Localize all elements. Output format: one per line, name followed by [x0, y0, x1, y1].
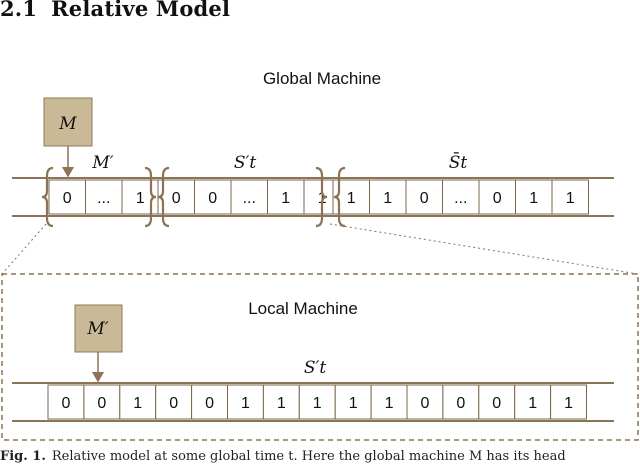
bracket-open-s-bar-t [333, 166, 346, 228]
local-cell [227, 384, 264, 420]
global-cell-value: 1 [136, 190, 145, 207]
local-cell-value: 0 [97, 395, 106, 412]
local-cell [550, 384, 587, 420]
local-cell [478, 384, 516, 420]
global-cell [405, 179, 443, 215]
global-cell-value: 0 [420, 190, 429, 207]
segment-label-m-prime: M′ [91, 153, 113, 173]
local-cell-value: 0 [492, 395, 501, 412]
local-cell-value: 1 [385, 395, 394, 412]
global-cell-value: 0 [208, 190, 217, 207]
global-cell-value: 1 [347, 190, 356, 207]
global-cell [48, 179, 86, 215]
section-heading: 2.1 Relative Model [0, 0, 230, 21]
local-cell [119, 384, 157, 420]
segment-label-s-prime-t: S′t [234, 153, 257, 173]
global-cell-value: ... [97, 190, 110, 207]
local-cell-value: 1 [564, 395, 573, 412]
local-cell [155, 384, 193, 420]
caption-text: Relative model at some global time t. He… [51, 449, 566, 464]
global-cell [478, 179, 516, 215]
zoom-connector-right [329, 223, 639, 275]
section-title: Relative Model [51, 0, 231, 21]
local-head-box [74, 304, 123, 353]
local-machine: Local Machine M′ S′t 0 0 1 0 0 1 1 1 1 1 0 0 0 1 1 [12, 299, 614, 422]
local-cell [370, 384, 408, 420]
local-cell-value: 0 [61, 395, 70, 412]
global-cell-value: 0 [493, 190, 502, 207]
bracket-close-s-prime-t [315, 166, 328, 228]
local-head-label: M′ [86, 319, 108, 339]
local-cell [191, 384, 229, 420]
global-cell-value: 1 [529, 190, 538, 207]
local-cell [83, 384, 121, 420]
local-tape-label: S′t [304, 358, 327, 378]
global-cell [442, 179, 480, 215]
global-machine-title: Global Machine [263, 69, 381, 88]
global-cell-value: 1 [566, 190, 575, 207]
global-cell [267, 179, 305, 215]
local-machine-frame [1, 273, 639, 441]
global-head-label: M [58, 114, 77, 134]
bracket-open-s-prime-t [157, 166, 170, 228]
global-cell-value: 0 [63, 190, 72, 207]
local-cell-value: 0 [205, 395, 214, 412]
global-cell [230, 179, 268, 215]
global-cell-value: ... [454, 190, 467, 207]
zoom-connector-left [1, 223, 47, 275]
local-cell-value: 0 [420, 395, 429, 412]
local-cell-value: 0 [169, 395, 178, 412]
local-cell-value: 1 [277, 395, 286, 412]
global-cell-value: 1 [281, 190, 290, 207]
local-cell [514, 384, 552, 420]
local-cell-value: 1 [528, 395, 537, 412]
global-cell [194, 179, 232, 215]
global-segment-brackets [41, 166, 346, 228]
local-cell [334, 384, 372, 420]
global-cell-value: ... [243, 190, 256, 207]
global-cell [85, 179, 123, 215]
local-tape-cells: 0 0 1 0 0 1 1 1 1 1 0 0 0 1 1 [47, 384, 587, 420]
bracket-close-m-prime [144, 166, 157, 228]
global-cell [551, 179, 589, 215]
global-cell [515, 179, 553, 215]
local-cell-value: 1 [241, 395, 250, 412]
local-cell [406, 384, 444, 420]
local-cell-value: 1 [349, 395, 358, 412]
local-cell-value: 1 [133, 395, 142, 412]
local-machine-title: Local Machine [248, 299, 358, 318]
local-cell-value: 0 [456, 395, 465, 412]
caption-label: Fig. 1. [0, 449, 46, 464]
local-cell-value: 1 [313, 395, 322, 412]
section-number: 2.1 [0, 0, 38, 21]
global-cell-value: 1 [383, 190, 392, 207]
global-cell-value: 0 [172, 190, 181, 207]
global-head-box [43, 97, 93, 147]
local-cell [262, 384, 300, 420]
segment-label-s-bar-t: S̄t [449, 151, 468, 173]
local-cell [47, 384, 85, 420]
bracket-open-m-prime [41, 166, 54, 228]
figure-caption: Fig. 1. Relative model at some global tim… [0, 449, 566, 464]
